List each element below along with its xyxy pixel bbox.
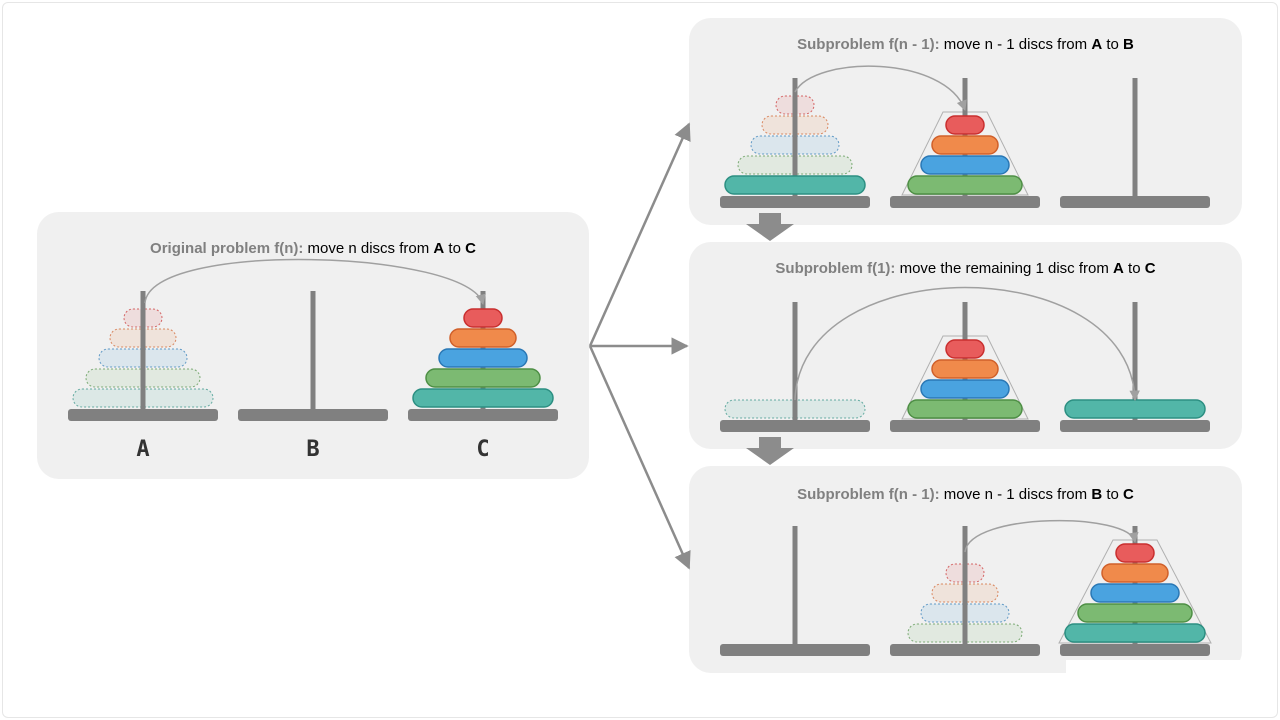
- peg-base: [1060, 644, 1210, 656]
- disc: [724, 175, 866, 195]
- split-arrow: [588, 345, 691, 570]
- title-text: move n - 1 discs from: [939, 486, 1092, 503]
- peg-base: [408, 409, 558, 421]
- disc: [1064, 623, 1206, 643]
- subproblem-2-title: Subproblem f(1): move the remaining 1 di…: [689, 260, 1242, 277]
- disc: [920, 379, 1010, 399]
- stack-outline: [1058, 539, 1212, 644]
- disc: [1077, 603, 1193, 623]
- disc: [920, 155, 1010, 175]
- peg-base: [890, 644, 1040, 656]
- title-to-word: to: [1102, 486, 1124, 503]
- disc: [907, 175, 1023, 195]
- title-to-word: to: [1123, 260, 1145, 277]
- peg-base: [890, 420, 1040, 432]
- title-from-peg: A: [1091, 36, 1103, 53]
- disc: [449, 328, 517, 348]
- disc: [425, 368, 541, 388]
- title-to-peg: B: [1123, 36, 1134, 53]
- disc: [907, 399, 1023, 419]
- disc: [945, 115, 985, 135]
- peg-base: [1060, 420, 1210, 432]
- title-text: move n - 1 discs from: [939, 36, 1092, 53]
- peg-rod: [962, 526, 968, 644]
- split-arrow: [588, 122, 691, 347]
- title-from-peg: A: [1113, 260, 1124, 277]
- title-to-peg: C: [1144, 260, 1156, 277]
- disc: [945, 339, 985, 359]
- peg-label-b: B: [306, 437, 320, 462]
- peg-base: [238, 409, 388, 421]
- title-to-word: to: [1102, 36, 1124, 53]
- disc: [412, 388, 554, 408]
- disc: [1064, 399, 1206, 419]
- peg-rod: [792, 78, 798, 196]
- subproblem-1-title: Subproblem f(n - 1): move n - 1 discs fr…: [689, 36, 1242, 53]
- stack-outline: [901, 111, 1029, 196]
- peg-base: [720, 644, 870, 656]
- move-arrow: [794, 65, 967, 111]
- title-prefix: Subproblem f(n - 1):: [797, 36, 940, 53]
- disc: [463, 308, 503, 328]
- title-from-peg: A: [433, 240, 445, 257]
- title-prefix: Subproblem f(1):: [775, 260, 896, 277]
- subproblem-3-title: Subproblem f(n - 1): move n - 1 discs fr…: [689, 486, 1242, 503]
- title-prefix: Subproblem f(n - 1):: [797, 486, 940, 503]
- peg-rod: [792, 302, 798, 420]
- title-to-peg: C: [1123, 486, 1134, 503]
- peg-rod: [1132, 78, 1138, 196]
- title-from-peg: B: [1091, 486, 1103, 503]
- peg-label-c: C: [476, 437, 490, 462]
- move-arrow: [144, 258, 486, 306]
- disc: [931, 359, 999, 379]
- peg-base: [720, 420, 870, 432]
- peg-label-a: A: [136, 437, 150, 462]
- step-arrow: [746, 213, 794, 241]
- corner-cover: [1066, 660, 1250, 710]
- peg-rod: [140, 291, 146, 409]
- step-arrow: [746, 437, 794, 465]
- peg-rod: [1132, 302, 1138, 420]
- title-to-peg: C: [465, 240, 476, 257]
- title-prefix: Original problem f(n):: [150, 240, 304, 257]
- disc: [1090, 583, 1180, 603]
- title-to-word: to: [444, 240, 466, 257]
- stack-outline: [901, 335, 1029, 420]
- title-text: move n discs from: [303, 240, 434, 257]
- disc: [438, 348, 528, 368]
- move-arrow: [794, 286, 1140, 402]
- peg-base: [720, 196, 870, 208]
- title-text: move the remaining 1 disc from: [895, 260, 1114, 277]
- disc: [1115, 543, 1155, 563]
- original-problem-title: Original problem f(n): move n discs from…: [37, 240, 589, 257]
- peg-base: [68, 409, 218, 421]
- move-arrow: [964, 519, 1139, 553]
- peg-rod: [792, 526, 798, 644]
- disc: [1101, 563, 1169, 583]
- peg-base: [1060, 196, 1210, 208]
- peg-base: [890, 196, 1040, 208]
- peg-rod: [310, 291, 316, 409]
- disc: [931, 135, 999, 155]
